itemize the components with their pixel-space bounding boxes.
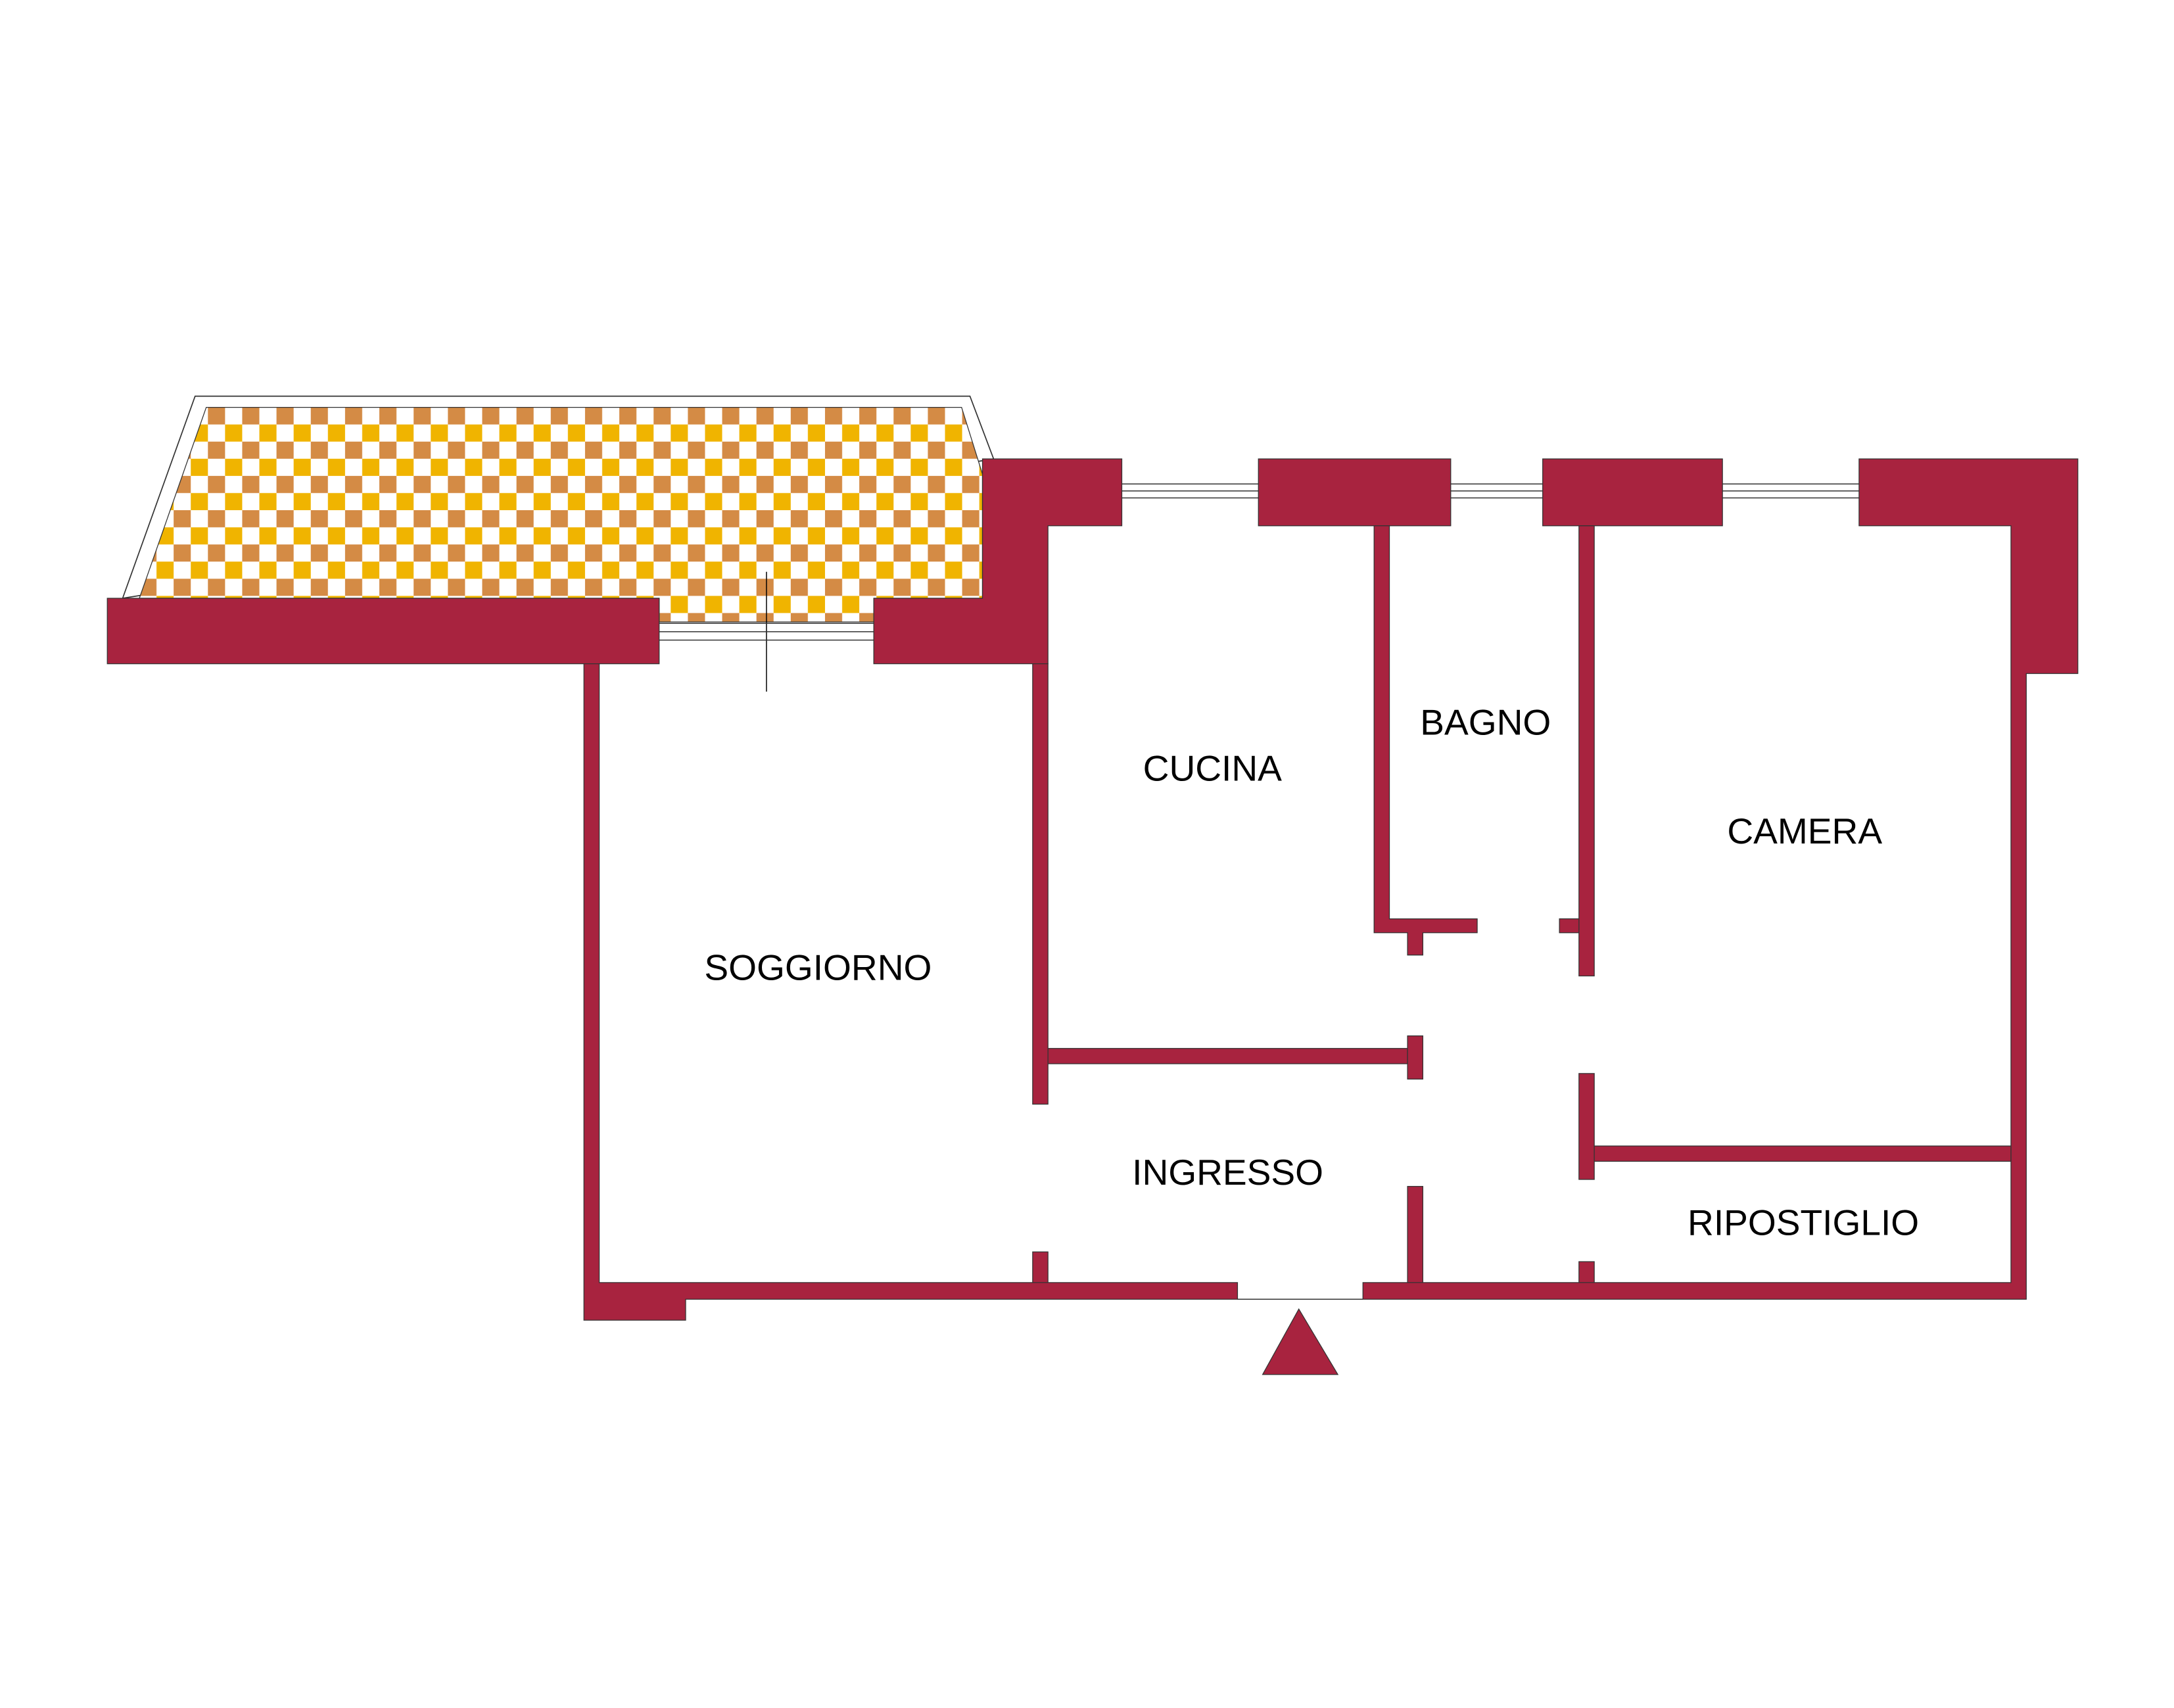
room-label-camera: CAMERA (1727, 811, 1882, 851)
window-bagno (1450, 483, 1543, 499)
balcony-tiles (139, 406, 983, 623)
room-label-soggiorno: SOGGIORNO (704, 947, 932, 988)
windows (659, 483, 1859, 1300)
room-label-ingresso: INGRESSO (1132, 1152, 1323, 1193)
window-camera (1722, 483, 1859, 499)
room-label-cucina: CUCINA (1143, 747, 1283, 788)
balcony-door (659, 623, 874, 641)
walls (106, 458, 2079, 1321)
room-label-bagno: BAGNO (1420, 701, 1551, 742)
room-label-ripostiglio: RIPOSTIGLIO (1688, 1202, 1919, 1243)
entrance-triangle-icon (1262, 1308, 1339, 1375)
window-cucina (1122, 483, 1259, 499)
